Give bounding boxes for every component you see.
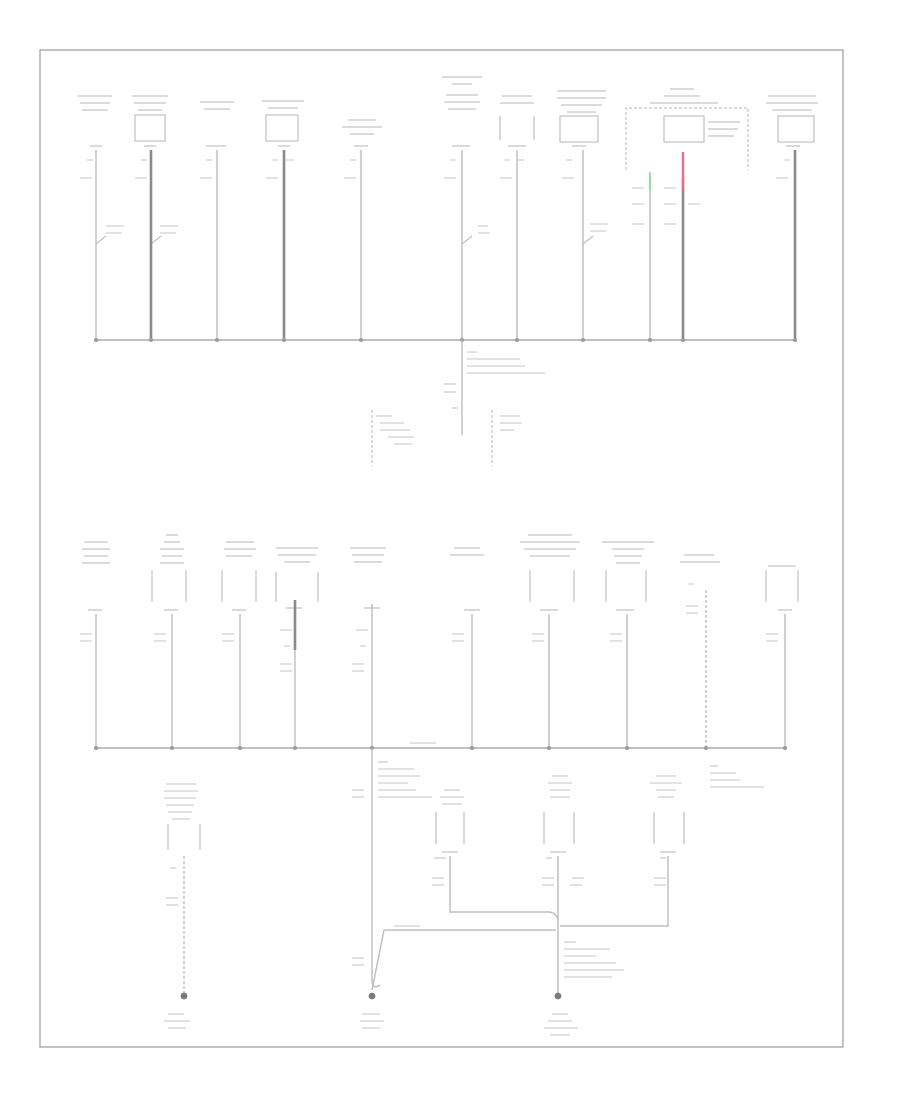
middle-section bbox=[80, 534, 799, 750]
middle-terminal-dashes bbox=[88, 607, 792, 611]
lower-labels bbox=[164, 761, 764, 1036]
lower-section bbox=[164, 748, 764, 1036]
middle-bus-nodes bbox=[94, 746, 787, 750]
middle-ground-wires bbox=[95, 590, 786, 748]
lower-ground-wires bbox=[183, 748, 669, 994]
upper-component-labels bbox=[78, 76, 818, 135]
upper-ground-wires bbox=[95, 150, 797, 340]
upper-component-boxes bbox=[134, 107, 815, 170]
diagram-frame bbox=[39, 49, 844, 1048]
component-bracket bbox=[625, 107, 749, 170]
ground-point-icon bbox=[554, 992, 562, 1000]
ground-point-bracket bbox=[371, 410, 493, 466]
upper-wire-codes bbox=[80, 159, 790, 234]
upper-bus-nodes bbox=[94, 338, 797, 342]
component-box bbox=[265, 114, 299, 142]
component-box bbox=[663, 115, 705, 143]
middle-component-boxes bbox=[151, 570, 799, 602]
component-box bbox=[134, 114, 166, 142]
ground-points bbox=[180, 992, 562, 1000]
middle-component-labels bbox=[82, 534, 796, 567]
upper-bus-drop-labels bbox=[376, 351, 545, 445]
upper-section bbox=[78, 76, 818, 466]
ground-point-icon bbox=[368, 992, 376, 1000]
component-box bbox=[499, 116, 535, 140]
ground-point-icon bbox=[180, 992, 188, 1000]
component-box bbox=[777, 115, 815, 143]
middle-wire-codes bbox=[80, 583, 778, 672]
upper-splice-ticks bbox=[95, 235, 594, 245]
component-box bbox=[559, 115, 599, 143]
lower-component-boxes bbox=[167, 812, 685, 850]
